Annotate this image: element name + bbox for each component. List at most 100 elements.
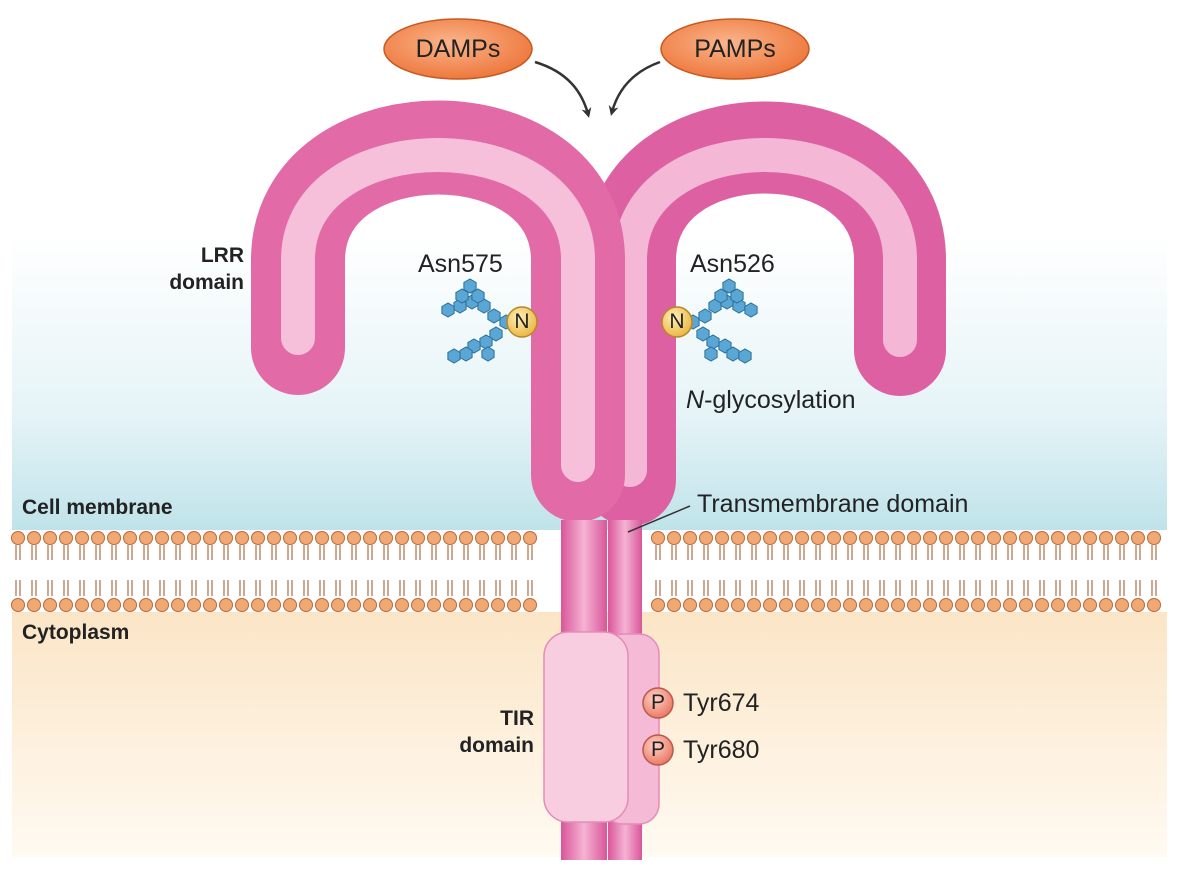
lipid [987, 598, 1001, 612]
p-circle-680 [642, 734, 674, 766]
lipid [683, 531, 697, 545]
lipid [859, 598, 873, 612]
sugar-hexagon [744, 302, 758, 318]
lipid [1051, 531, 1065, 545]
n-symbol-left: N [514, 310, 530, 333]
damps-label: DAMPs [415, 35, 501, 63]
lipid [475, 531, 489, 545]
lipid [395, 531, 409, 545]
cytoplasm-label: Cytoplasm [22, 621, 130, 644]
lipid [907, 531, 921, 545]
lipid [107, 531, 121, 545]
lipid [91, 598, 105, 612]
lipid [59, 531, 73, 545]
lipid [1115, 598, 1129, 612]
lipid [347, 598, 361, 612]
sugar-hexagon [706, 334, 720, 350]
asn526-label: Asn526 [690, 250, 775, 278]
lipid-bilayer [11, 531, 1161, 612]
lipid [347, 531, 361, 545]
lipid [411, 598, 425, 612]
lipid [699, 598, 713, 612]
sugar-hexagon [481, 346, 495, 362]
lrr-arch-right-highlight [613, 138, 917, 487]
sugar-hexagon [698, 308, 712, 324]
lipid [235, 598, 249, 612]
pamps-label: PAMPs [694, 35, 776, 63]
lipid [1035, 531, 1049, 545]
lipid [843, 598, 857, 612]
lipid [299, 598, 313, 612]
transmembrane-label: Transmembrane domain [697, 490, 969, 518]
sugar-hexagon [722, 278, 736, 294]
lipid [363, 531, 377, 545]
lipid [395, 598, 409, 612]
lipid [875, 598, 889, 612]
lipid [891, 598, 905, 612]
lipid [1019, 598, 1033, 612]
lipid [1067, 598, 1081, 612]
lipid [795, 598, 809, 612]
tir-label-line2: domain [459, 734, 534, 757]
lipid [731, 598, 745, 612]
lipid [1083, 598, 1097, 612]
lipid [139, 531, 153, 545]
lipid [59, 598, 73, 612]
p-symbol-680: P [650, 738, 665, 761]
lipid [731, 531, 745, 545]
hexagon-chain-icon [686, 278, 758, 364]
n-circle-left [506, 306, 538, 338]
lipid [203, 598, 217, 612]
pamps-ellipse [660, 18, 810, 80]
lipid [43, 531, 57, 545]
lipid [27, 598, 41, 612]
lipid [523, 598, 537, 612]
sugar-hexagon [441, 302, 455, 318]
lipid [667, 598, 681, 612]
glycosylation-italic: N [686, 386, 705, 414]
lipid [27, 531, 41, 545]
lipid [1147, 598, 1161, 612]
arrow-icon [608, 60, 661, 116]
lipid [219, 598, 233, 612]
lipid [1019, 531, 1033, 545]
sugar-hexagon [730, 288, 744, 304]
lipid [987, 531, 1001, 545]
lipid [827, 598, 841, 612]
lipid [827, 531, 841, 545]
lipid [123, 598, 137, 612]
lipid [971, 531, 985, 545]
glycosylation-rest: -glycosylation [704, 386, 856, 414]
sugar-hexagon [455, 288, 469, 304]
lipid [155, 598, 169, 612]
lipid [763, 531, 777, 545]
lipid [859, 531, 873, 545]
lipid [923, 531, 937, 545]
lipid [187, 598, 201, 612]
lipid [267, 598, 281, 612]
lipid [491, 598, 505, 612]
tyr680-label: Tyr680 [683, 736, 760, 764]
sugar-hexagon [704, 346, 718, 362]
damps-ellipse [383, 18, 533, 80]
lipid [427, 531, 441, 545]
lrr-label-line1: LRR [200, 244, 244, 267]
lipid [107, 598, 121, 612]
lipid [939, 531, 953, 545]
sugar-hexagon [696, 326, 710, 342]
lipid [1003, 598, 1017, 612]
lipid [75, 531, 89, 545]
lipid [955, 598, 969, 612]
tir-label-line1: TIR [500, 707, 534, 730]
lipid [779, 531, 793, 545]
lipid [379, 598, 393, 612]
lipid [43, 598, 57, 612]
lipid [779, 598, 793, 612]
lipid [651, 598, 665, 612]
lipid [155, 531, 169, 545]
lipid [363, 598, 377, 612]
tyr674-label: Tyr674 [683, 689, 760, 717]
lipid [1099, 598, 1113, 612]
lipid [91, 531, 105, 545]
lipid [283, 531, 297, 545]
